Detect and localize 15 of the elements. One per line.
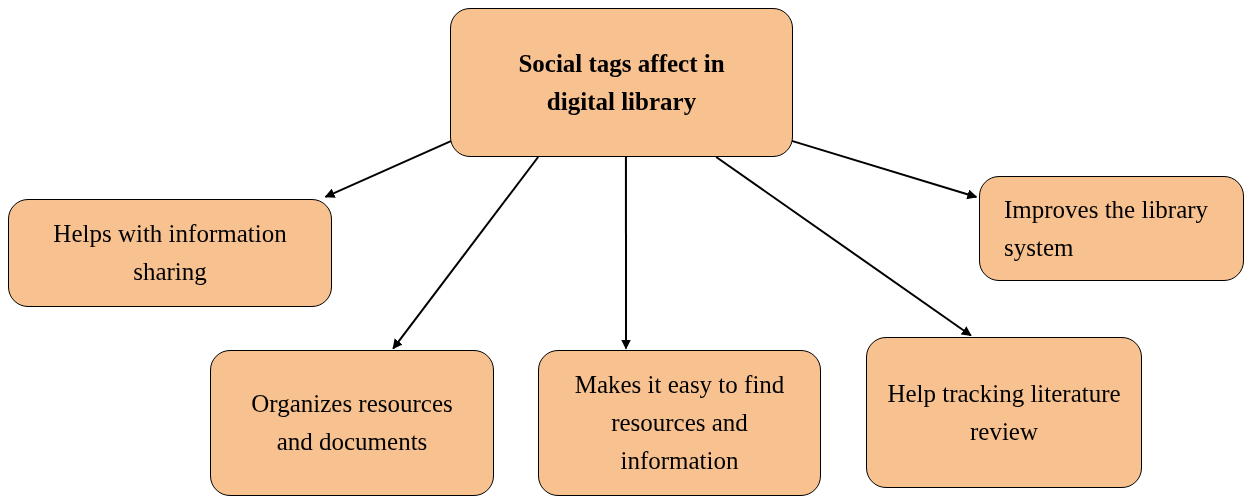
effect-box <box>538 350 821 496</box>
effect-box <box>210 350 494 496</box>
effect-text: Helps with information sharing <box>52 219 288 287</box>
effect-box <box>979 176 1244 281</box>
effect-text: Organizes resources and documents <box>251 389 453 457</box>
arrow <box>621 156 631 350</box>
arrow <box>392 156 540 350</box>
effect-box <box>8 199 332 307</box>
effect-box <box>866 337 1142 488</box>
topic-title: Social tags affect in digital library <box>517 48 726 117</box>
arrow <box>715 156 972 337</box>
effect-text: Help tracking literature review <box>886 378 1122 447</box>
effect-text: Improves the library system <box>1004 194 1210 263</box>
topic-box <box>450 8 793 157</box>
effect-text: Makes it easy to find resources and information <box>573 370 786 476</box>
